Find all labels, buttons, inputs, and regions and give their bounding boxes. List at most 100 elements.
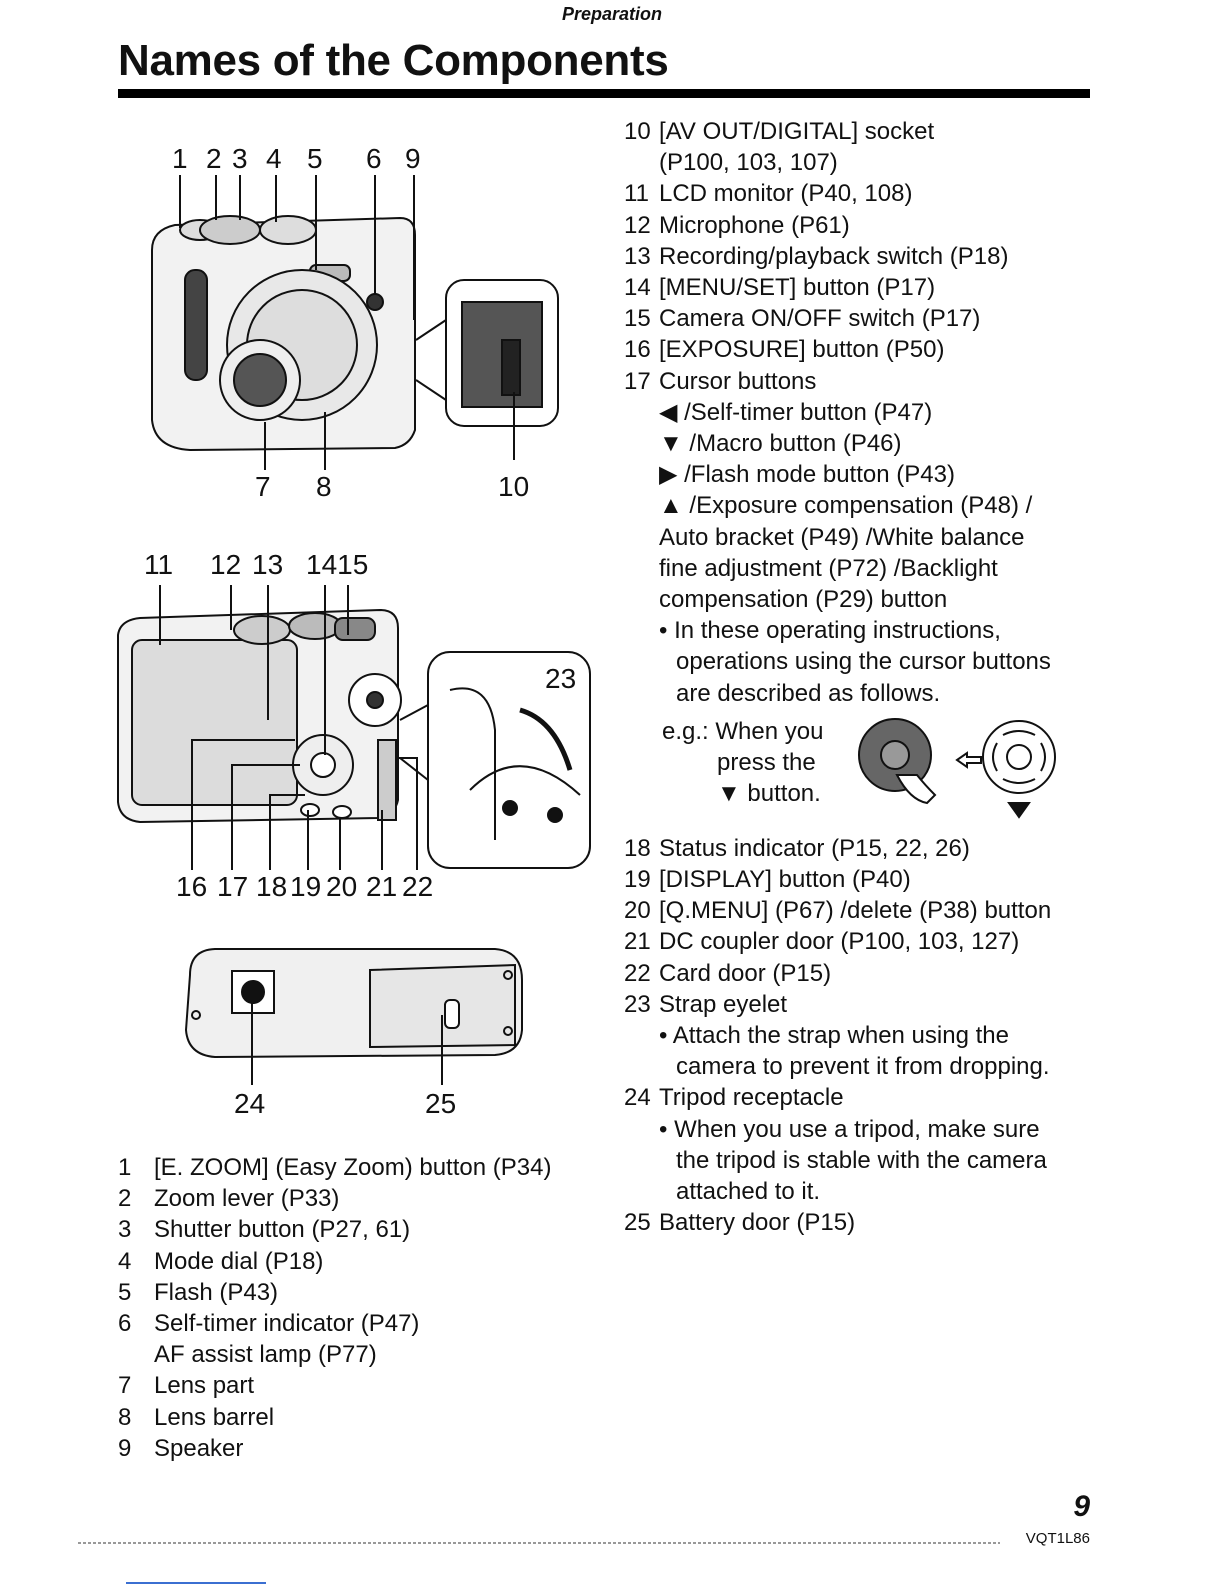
page-title: Names of the Components [118, 36, 669, 85]
item-number: 8 [118, 1403, 132, 1431]
list-item: 8 Lens barrel [118, 1402, 551, 1433]
item-number: 3 [118, 1216, 132, 1244]
item-text: Card door (P15) [659, 959, 832, 987]
item-text: Strap eyelet [659, 990, 788, 1018]
cursor-up-line-2: Auto bracket (P49) /White balance [659, 523, 1025, 551]
item-text: [MENU/SET] button (P17) [659, 274, 936, 302]
label-17: 17 [217, 871, 248, 902]
cursor-button-illustration [855, 715, 1060, 820]
label-4: 4 [266, 143, 282, 174]
item-number: 12 [624, 211, 651, 239]
item-number: 4 [118, 1247, 132, 1275]
note-line: operations using the cursor buttons [676, 648, 1051, 676]
item-text: Lens barrel [154, 1403, 275, 1431]
label-22: 22 [402, 871, 433, 902]
label-7: 7 [255, 471, 271, 502]
label-21: 21 [366, 871, 397, 902]
label-10: 10 [498, 471, 529, 502]
item-text: Mode dial (P18) [154, 1247, 324, 1275]
item-text: [DISPLAY] button (P40) [659, 866, 911, 894]
blue-rule [126, 1582, 266, 1584]
item-continuation: (P100, 103, 107) [659, 149, 838, 177]
label-11: 11 [144, 549, 173, 580]
list-item: 17 Cursor buttons [624, 366, 1051, 397]
label-12: 12 [210, 549, 241, 580]
note-bullet: • Attach the strap when using the [659, 1022, 1009, 1050]
item-text: Cursor buttons [659, 367, 817, 395]
item-number: 9 [118, 1434, 132, 1462]
example-text: e.g.: When you press the ▼ button. [662, 716, 823, 810]
list-item: 12 Microphone (P61) [624, 210, 1051, 241]
item-number: 24 [624, 1084, 651, 1112]
label-13: 13 [252, 549, 283, 580]
page-number: 9 [1073, 1490, 1090, 1523]
item-number: 19 [624, 866, 651, 894]
label-16: 16 [176, 871, 207, 902]
label-6: 6 [366, 143, 382, 174]
item-number: 5 [118, 1278, 132, 1306]
label-18: 18 [256, 871, 287, 902]
item-text: Flash (P43) [154, 1278, 279, 1306]
note-line: attached to it. [676, 1178, 821, 1206]
list-item: 5 Flash (P43) [118, 1277, 551, 1308]
item-text: [E. ZOOM] (Easy Zoom) button (P34) [154, 1154, 552, 1181]
item-text: Zoom lever (P33) [154, 1185, 340, 1213]
item-number: 15 [624, 305, 651, 333]
item-text: Shutter button (P27, 61) [154, 1216, 411, 1244]
list-item: AF assist lamp (P77) [118, 1339, 551, 1370]
item-text: DC coupler door (P100, 103, 127) [659, 928, 1020, 956]
list-item: 4 Mode dial (P18) [118, 1246, 551, 1277]
cursor-right-line: ▶ /Flash mode button (P43) [659, 461, 955, 489]
item-number: 25 [624, 1209, 651, 1237]
list-item: 2 Zoom lever (P33) [118, 1183, 551, 1214]
item-number: 16 [624, 336, 651, 364]
list-item: 16[EXPOSURE] button (P50) [624, 334, 1051, 365]
cursor-pad-icon [982, 720, 1056, 794]
cursor-left-line: ◀ /Self-timer button (P47) [659, 398, 933, 426]
label-24: 24 [234, 1088, 265, 1119]
finger-icon [895, 774, 937, 805]
note-bullet: • When you use a tripod, make sure [659, 1115, 1040, 1143]
item-number: 10 [624, 118, 651, 145]
list-item: 20 [Q.MENU] (P67) /delete (P38) button [624, 895, 1051, 926]
item-text: Tripod receptacle [659, 1084, 844, 1112]
note-line: the tripod is stable with the camera [676, 1146, 1047, 1174]
item-number: 14 [624, 274, 651, 302]
label-3: 3 [232, 143, 248, 174]
item-number: 22 [624, 959, 651, 987]
label-5: 5 [307, 143, 323, 174]
example-line: e.g.: When you [662, 718, 824, 745]
item-text: [Q.MENU] (P67) /delete (P38) button [659, 897, 1052, 925]
item-text: Microphone (P61) [659, 211, 850, 239]
list-item: 18 Status indicator (P15, 22, 26) [624, 833, 1051, 864]
item-number: 2 [118, 1185, 132, 1213]
item-text: Status indicator (P15, 22, 26) [659, 834, 970, 862]
item-number: 18 [624, 834, 651, 862]
item-text: Speaker [154, 1434, 244, 1462]
item-number: 17 [624, 367, 651, 395]
item-text: Recording/playback switch (P18) [659, 242, 1009, 270]
item-text: [AV OUT/DIGITAL] socket [659, 118, 935, 145]
note-line: are described as follows. [676, 679, 941, 707]
item-number: 1 [118, 1154, 132, 1181]
list-item: 10 [AV OUT/DIGITAL] socket [624, 116, 1051, 147]
note-bullet: • In these operating instructions, [659, 617, 1001, 645]
list-item: 19 [DISPLAY] button (P40) [624, 864, 1051, 895]
example-line: ▼ button. [717, 780, 821, 808]
item-text: LCD monitor (P40, 108) [659, 180, 913, 208]
section-header: Preparation [561, 4, 663, 24]
title-rule [118, 89, 1090, 98]
list-item: 9 Speaker [118, 1433, 551, 1464]
list-item: 3 Shutter button (P27, 61) [118, 1214, 551, 1245]
item-number: 6 [118, 1310, 132, 1338]
label-2: 2 [206, 143, 222, 174]
front-view-figure: 1 2 3 4 5 6 9 7 8 10 [130, 130, 580, 510]
cursor-up-line: ▲ /Exposure compensation (P48) / [659, 492, 1033, 520]
item-number: 20 [624, 897, 651, 925]
